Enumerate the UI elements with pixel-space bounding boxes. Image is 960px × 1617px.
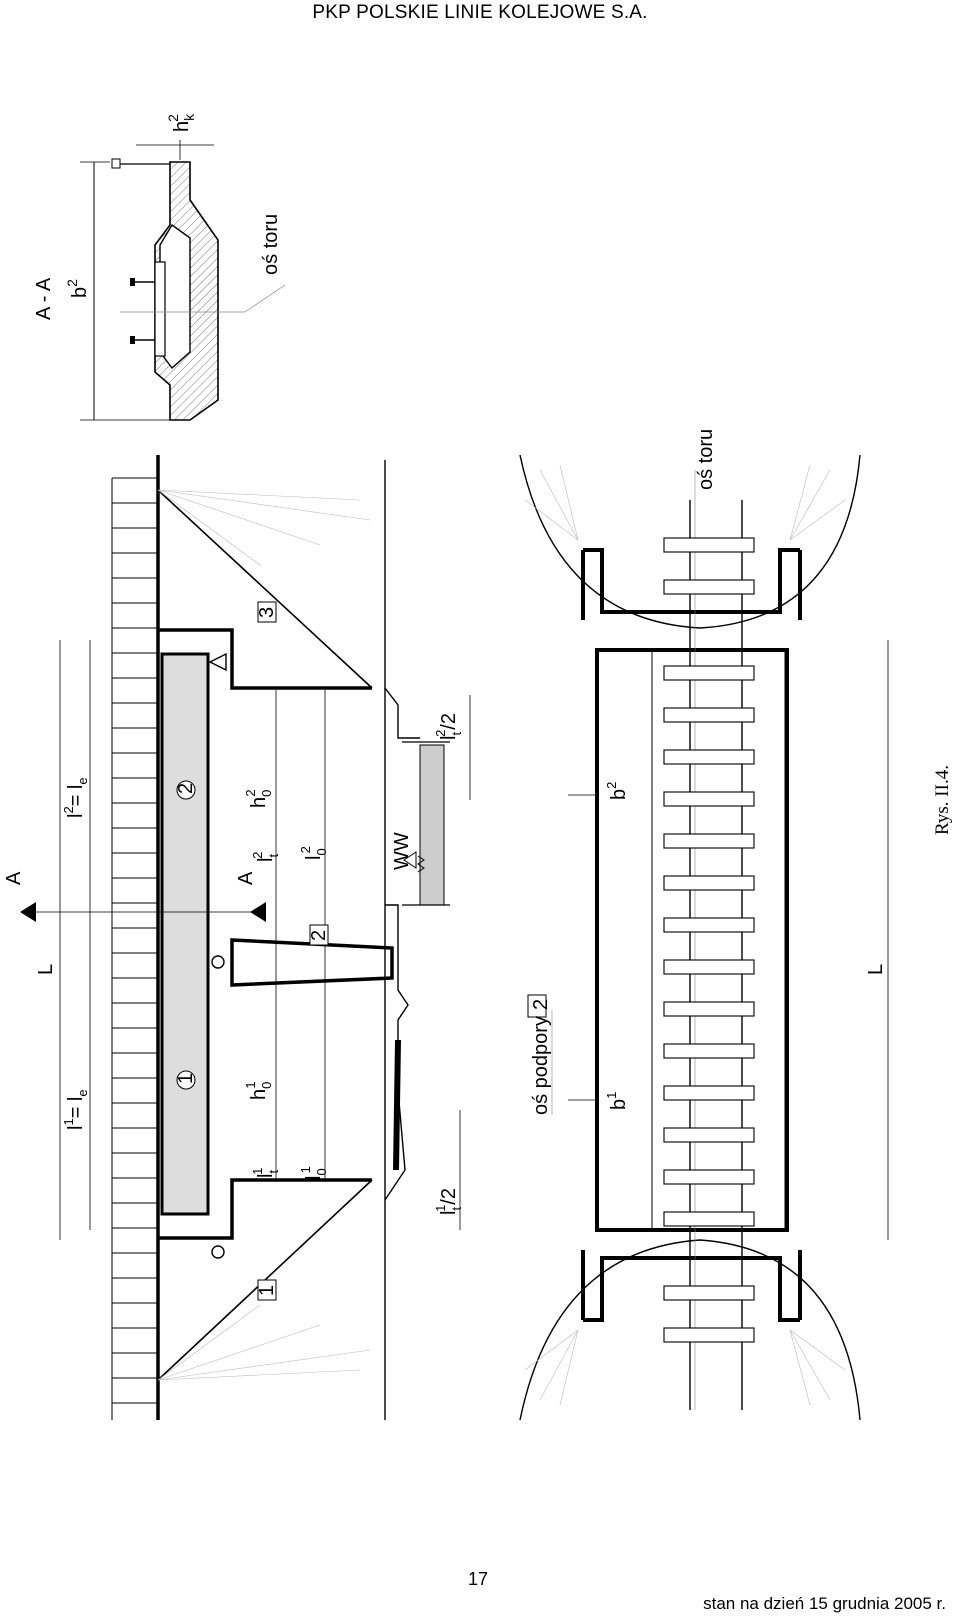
label-l1-le: l1= le <box>61 1089 90 1130</box>
label-lt-2: lt2 <box>250 852 281 862</box>
label-l0-2: l02 <box>298 846 329 860</box>
figure-caption: Rys. II.4. <box>932 765 953 835</box>
svg-text:b1: b1 <box>604 1092 630 1110</box>
svg-text:oś podpory2: oś podpory2 <box>530 999 552 1115</box>
svg-text:l2= le: l2= le <box>61 777 90 818</box>
svg-text:l01: l01 <box>298 1166 329 1180</box>
svg-text:lt1: lt1 <box>250 1168 281 1178</box>
svg-text:lt2/2: lt2/2 <box>433 713 464 740</box>
section-aa-label: A - A <box>33 277 55 320</box>
section-mark-right: A <box>235 871 257 885</box>
svg-text:b2: b2 <box>64 279 91 298</box>
span-label-top: L <box>35 964 57 975</box>
label-lt-half-1: lt1/2 <box>433 1188 464 1215</box>
label-lt-1: lt1 <box>250 1168 281 1178</box>
span-number-1: 1 <box>175 1073 197 1084</box>
track-axis-label-top: oś toru <box>260 214 282 275</box>
support-number-1: 1 <box>256 1285 278 1296</box>
water-level-label: WW <box>391 832 413 870</box>
plan-view <box>519 454 889 1421</box>
svg-text:l1= le: l1= le <box>61 1089 90 1130</box>
svg-text:lt1/2: lt1/2 <box>433 1188 464 1215</box>
label-l2-le: l2= le <box>61 777 90 818</box>
track-axis-label-plan: oś toru <box>695 429 717 490</box>
label-b1-plan: b1 <box>604 1092 630 1110</box>
svg-text:lt2: lt2 <box>250 852 281 862</box>
document-header: PKP POLSKIE LINIE KOLEJOWE S.A. <box>312 2 648 23</box>
status-date: stan na dzień 15 grudnia 2005 r. <box>703 1594 946 1613</box>
section-aa <box>80 140 286 421</box>
support-number-2: 2 <box>308 930 330 941</box>
support-number-3: 3 <box>256 607 278 618</box>
svg-text:b2: b2 <box>604 782 630 800</box>
label-h0-1: h01 <box>243 1081 274 1100</box>
label-b2-top: b2 <box>64 279 91 298</box>
longitudinal-section <box>20 455 471 1420</box>
svg-text:hk2: hk2 <box>165 113 197 132</box>
label-l0-1: l01 <box>298 1166 329 1180</box>
span-number-2: 2 <box>175 783 197 794</box>
label-b2-plan: b2 <box>604 782 630 800</box>
section-mark-left: A <box>3 871 25 885</box>
label-lt-half-2: lt2/2 <box>433 713 464 740</box>
page-number: 17 <box>468 1569 489 1589</box>
span-label-plan: L <box>865 964 887 975</box>
label-hk: hk2 <box>165 113 197 132</box>
label-h0-2: h02 <box>243 789 274 808</box>
svg-text:h02: h02 <box>243 789 274 808</box>
svg-text:h01: h01 <box>243 1081 274 1100</box>
svg-text:l02: l02 <box>298 846 329 860</box>
support-axis-label: oś podpory2 <box>530 999 552 1115</box>
